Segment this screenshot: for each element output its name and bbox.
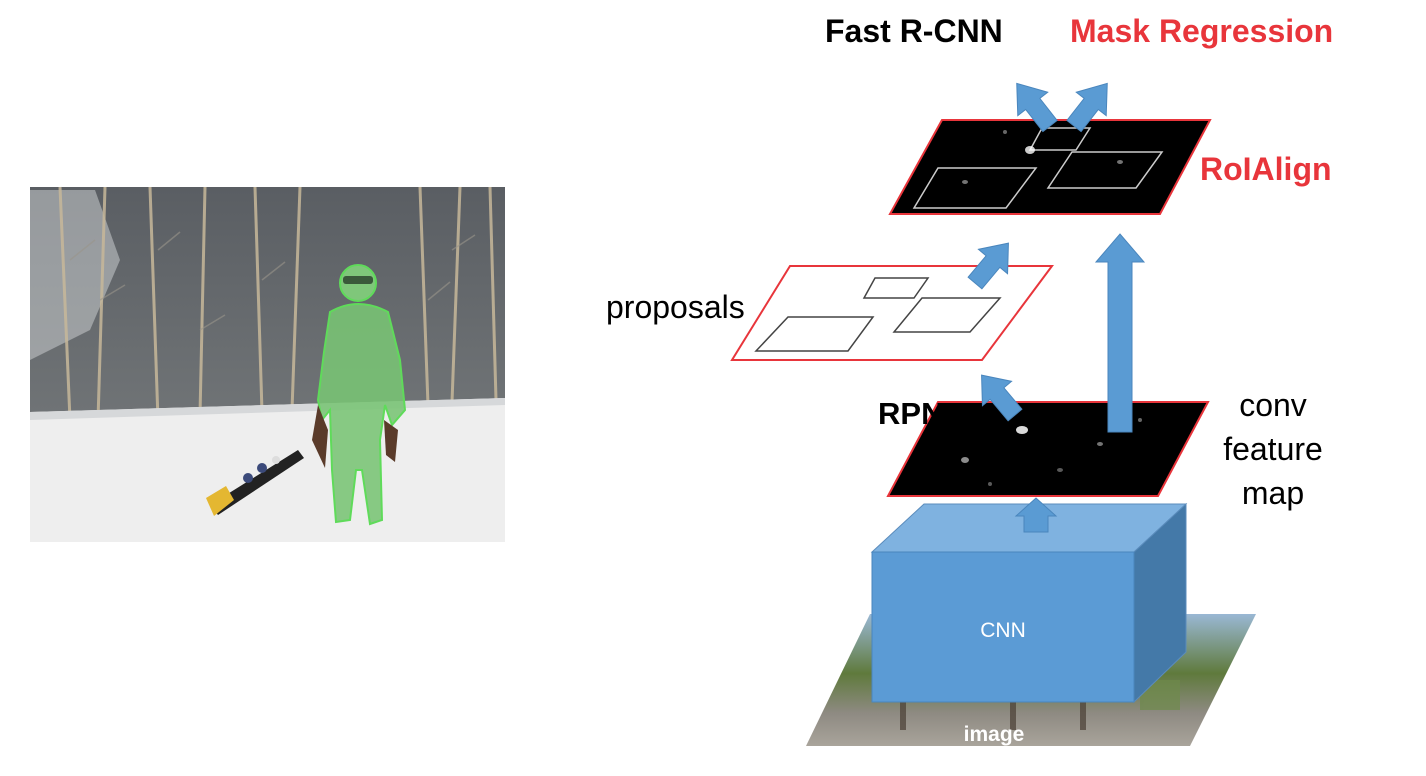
- proposals-plane: [730, 265, 1054, 361]
- roialign-label: RoIAlign: [1200, 151, 1332, 187]
- mask-regression-label: Mask Regression: [1070, 13, 1333, 49]
- tree-trunks: [58, 186, 498, 421]
- segmentation-photo: [30, 186, 505, 542]
- snowboard: [206, 450, 304, 516]
- arrow-to-mask-regression: [1066, 82, 1108, 133]
- proposals-plane-group: [730, 265, 1054, 361]
- roi-box-1: [912, 167, 1038, 209]
- fast-rcnn-label: Fast R-CNN: [825, 13, 1003, 49]
- conv-label-line2: feature: [1223, 431, 1323, 467]
- proposals-label: proposals: [606, 289, 745, 325]
- arrow-to-fast-rcnn: [1016, 82, 1058, 133]
- roi-box-3: [1028, 127, 1092, 151]
- proposal-box-1: [754, 316, 875, 352]
- rpn-label: RPN: [878, 396, 943, 431]
- image-label: image: [964, 723, 1025, 746]
- feature-activations: [961, 418, 1142, 486]
- roialign-plane: [888, 119, 1212, 215]
- arrow-feature-map-to-roialign: [1094, 233, 1146, 433]
- cnn-block: CNN: [870, 502, 1188, 704]
- arrow-cnn-to-feature-map: [1014, 497, 1058, 533]
- snowy-slope-left: [30, 190, 120, 360]
- roialign-plane-group: [888, 119, 1212, 215]
- roi-box-2: [1046, 151, 1164, 189]
- proposal-box-2: [892, 297, 1002, 333]
- tree-branches: [69, 231, 476, 331]
- conv-feature-map-label: conv feature map: [1223, 387, 1323, 511]
- arrow-proposals-to-roialign: [967, 242, 1009, 290]
- cnn-box-front: [871, 551, 1135, 703]
- conv-label-line3: map: [1242, 475, 1304, 511]
- proposal-box-3: [862, 277, 930, 299]
- arrow-feature-map-to-proposals: [981, 374, 1023, 422]
- person-mask: [312, 264, 407, 526]
- cnn-label: CNN: [980, 619, 1026, 642]
- conv-label-line1: conv: [1239, 387, 1307, 423]
- roi-activations: [962, 130, 1123, 184]
